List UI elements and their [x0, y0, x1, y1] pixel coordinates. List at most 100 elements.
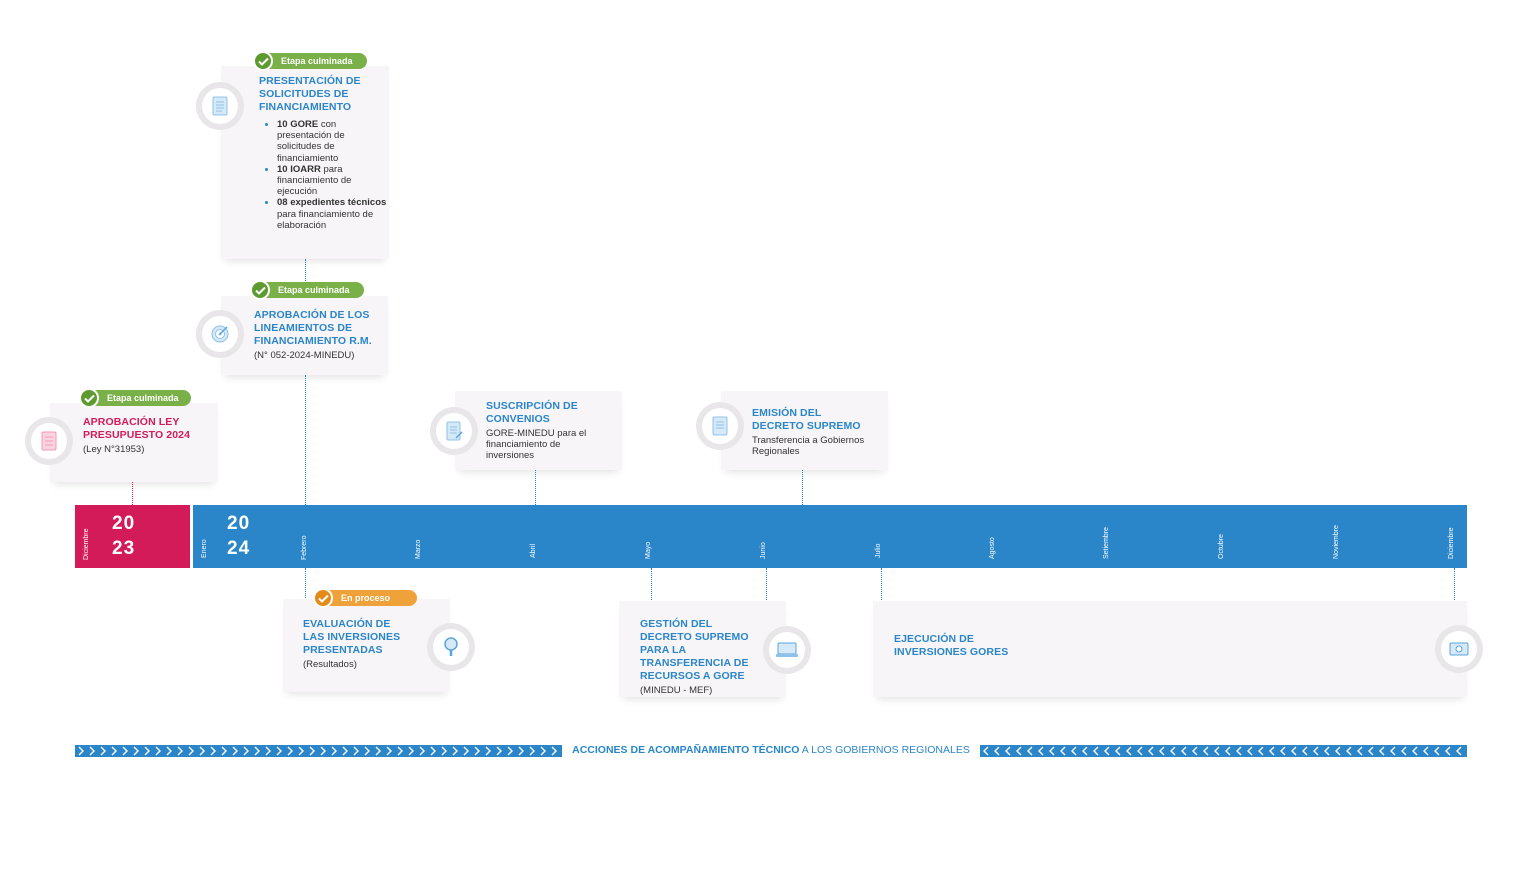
ribbon-chevron [529, 746, 535, 756]
connector-line [305, 568, 306, 598]
milestone-body: (Resultados) [303, 659, 357, 670]
timeline-bar-2024 [193, 505, 1467, 568]
ribbon-chevron [1390, 746, 1396, 756]
ribbon-chevron [78, 746, 84, 756]
bullet-item: 10 IOARR para financiamiento de ejecució… [277, 164, 389, 198]
milestone-card-ejecucion: EJECUCIÓN DE INVERSIONES GORES [873, 601, 1467, 697]
ribbon-chevron [1335, 746, 1341, 756]
ribbon-chevron [309, 746, 315, 756]
money-icon [1435, 625, 1483, 673]
ribbon-chevron [1214, 746, 1220, 756]
ribbon-chevron [276, 746, 282, 756]
ribbon-chevron [1346, 746, 1352, 756]
ribbon-chevron [1302, 746, 1308, 756]
ribbon-chevron [364, 746, 370, 756]
ribbon-chevron [1016, 746, 1022, 756]
milestone-title: SUSCRIPCIÓN DE CONVENIOS [486, 400, 578, 425]
ribbon-chevron [265, 746, 271, 756]
ribbon-chevron [1071, 746, 1077, 756]
ribbon-chevron [122, 746, 128, 756]
ribbon-chevron [1456, 746, 1462, 756]
check-icon [250, 280, 270, 300]
ribbon-chevron [1093, 746, 1099, 756]
ribbon-chevron [1159, 746, 1165, 756]
ribbon-chevron [1379, 746, 1385, 756]
connector-line [305, 259, 306, 295]
ribbon-chevron [166, 746, 172, 756]
law-book-icon [25, 417, 73, 465]
ribbon-chevron [1236, 746, 1242, 756]
ribbon-chevron [144, 746, 150, 756]
ribbon-chevron [1005, 746, 1011, 756]
milestone-card-emision: EMISIÓN DEL DECRETO SUPREMO Transferenci… [721, 391, 888, 470]
ribbon-chevron [111, 746, 117, 756]
connector-line [1454, 568, 1455, 600]
month-label: Julio [875, 543, 882, 558]
ribbon-chevron [441, 746, 447, 756]
magnifier-icon [427, 623, 475, 671]
ribbon-chevron [1401, 746, 1407, 756]
status-badge: En proceso [313, 588, 417, 608]
timeline-bar-2023 [75, 505, 190, 568]
ribbon-chevron [1181, 746, 1187, 756]
contract-icon [430, 407, 478, 455]
footer-caption: ACCIONES DE ACOMPAÑAMIENTO TÉCNICO A LOS… [572, 744, 970, 756]
ribbon-chevron [1247, 746, 1253, 756]
month-label: Junio [760, 542, 767, 559]
ribbon-chevron [1445, 746, 1451, 756]
ribbon-chevron [1060, 746, 1066, 756]
ribbon-chevron [1258, 746, 1264, 756]
ribbon-chevron [243, 746, 249, 756]
month-label: Enero [201, 539, 208, 558]
month-label: Agosto [989, 537, 996, 559]
milestone-card-gestion: GESTIÓN DEL DECRETO SUPREMO PARA LA TRAN… [619, 601, 786, 697]
ribbon-chevron [1280, 746, 1286, 756]
ribbon-chevron [1104, 746, 1110, 756]
ribbon-chevron [133, 746, 139, 756]
ribbon-right [980, 745, 1467, 757]
ribbon-chevron [1291, 746, 1297, 756]
ribbon-chevron [551, 746, 557, 756]
ribbon-chevron [1126, 746, 1132, 756]
milestone-body: Transferencia a Gobiernos Regionales [752, 435, 865, 457]
ribbon-chevron [397, 746, 403, 756]
ribbon-chevron [1192, 746, 1198, 756]
decree-icon [696, 402, 744, 450]
laptop-icon [763, 626, 811, 674]
ribbon-chevron [474, 746, 480, 756]
bullet-item: 10 GORE con presentación de solicitudes … [277, 119, 389, 164]
milestone-card-suscripcion: SUSCRIPCIÓN DE CONVENIOS GORE-MINEDU par… [455, 391, 622, 470]
milestone-card-evaluacion: EVALUACIÓN DE LAS INVERSIONES PRESENTADA… [283, 599, 450, 692]
milestone-title: GESTIÓN DEL DECRETO SUPREMO PARA LA TRAN… [640, 618, 749, 682]
ribbon-chevron [1269, 746, 1275, 756]
ribbon-chevron [342, 746, 348, 756]
connector-line [305, 375, 306, 505]
milestone-title: EMISIÓN DEL DECRETO SUPREMO [752, 407, 861, 432]
milestone-body: (MINEDU - MEF) [640, 685, 713, 696]
ribbon-chevron [375, 746, 381, 756]
connector-line [535, 470, 536, 505]
check-icon [79, 388, 99, 408]
milestone-title: EVALUACIÓN DE LAS INVERSIONES PRESENTADA… [303, 618, 401, 656]
ribbon-chevron [994, 746, 1000, 756]
ribbon-chevron [1049, 746, 1055, 756]
ribbon-chevron [1412, 746, 1418, 756]
ribbon-chevron [408, 746, 414, 756]
ribbon-chevron [463, 746, 469, 756]
ribbon-chevron [419, 746, 425, 756]
month-label: Setiembre [1103, 527, 1110, 559]
status-badge: Etapa culminada [253, 51, 367, 71]
milestone-body: (Ley N°31953) [83, 444, 145, 455]
ribbon-chevron [155, 746, 161, 756]
month-label: Diciembre [83, 528, 90, 560]
ribbon-chevron [1115, 746, 1121, 756]
ribbon-chevron [1027, 746, 1033, 756]
month-label: Noviembre [1333, 525, 1340, 559]
ribbon-left [75, 745, 562, 757]
ribbon-chevron [540, 746, 546, 756]
milestone-title: PRESENTACIÓN DE SOLICITUDES DE FINANCIAM… [259, 75, 361, 113]
month-label: Octubre [1218, 534, 1225, 559]
document-icon [196, 82, 244, 130]
